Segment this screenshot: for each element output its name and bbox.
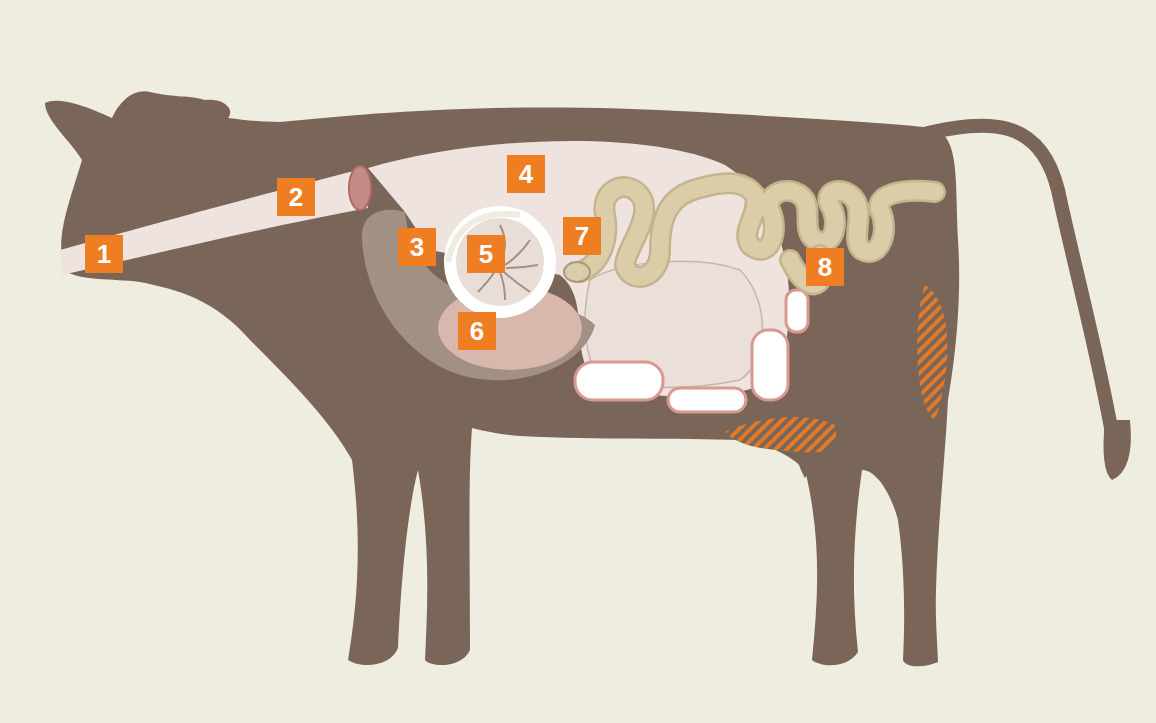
callout-number: 1 <box>85 235 123 273</box>
reticulum <box>362 210 595 380</box>
fat-deposits <box>575 290 808 412</box>
callout-number: 5 <box>467 235 505 273</box>
callout-number: 8 <box>806 248 844 286</box>
intestines <box>580 183 935 284</box>
udder-hatch <box>725 417 836 453</box>
cardia <box>349 166 371 210</box>
callout-number: 6 <box>458 312 496 350</box>
background <box>3 3 1153 720</box>
rump-hatch <box>917 285 947 420</box>
callout-number: 7 <box>563 217 601 255</box>
pylorus <box>564 262 590 282</box>
cow-body <box>45 91 959 666</box>
callout-number: 3 <box>398 228 436 266</box>
callout-number: 2 <box>277 178 315 216</box>
tail-tuft <box>1104 420 1131 480</box>
callout-number: 4 <box>507 155 545 193</box>
esophagus <box>60 168 368 275</box>
